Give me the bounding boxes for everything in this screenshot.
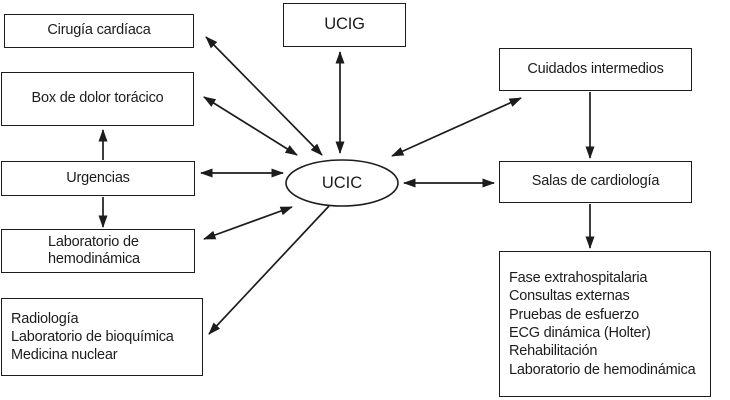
arrow-labhemo-ucic bbox=[203, 206, 293, 240]
node-radiologia-bioquimica-nuclear: Radiología Laboratorio de bioquímica Med… bbox=[1, 298, 203, 376]
node-urgencias: Urgencias bbox=[1, 161, 195, 196]
node-label: UCIC bbox=[321, 173, 363, 192]
node-label: Cirugía cardíaca bbox=[47, 22, 151, 39]
arrow-cuidados-ucic bbox=[391, 97, 522, 157]
node-ucig: UCIG bbox=[283, 3, 406, 47]
node-label-line: hemodinámica bbox=[48, 251, 140, 267]
ucic-ellipse bbox=[285, 159, 399, 207]
node-label-line: Fase extrahospitalaria bbox=[509, 270, 648, 287]
node-label-line: Medicina nuclear bbox=[11, 347, 118, 364]
node-fase-extrahospitalaria: Fase extrahospitalaria Consultas externa… bbox=[499, 251, 711, 397]
node-label-line: Radiología bbox=[11, 310, 79, 327]
node-label: Cuidados intermedios bbox=[527, 60, 664, 77]
node-cuidados-intermedios: Cuidados intermedios bbox=[499, 48, 692, 91]
arrow-ucic-radiologia bbox=[208, 205, 330, 335]
node-cirugia-cardiaca: Cirugía cardíaca bbox=[4, 14, 194, 48]
node-label: UCIG bbox=[324, 15, 365, 34]
node-label-line: Laboratorio de bbox=[48, 233, 139, 250]
arrow-dolor-ucic bbox=[203, 96, 298, 156]
node-label: Salas de cardiología bbox=[531, 173, 660, 190]
node-box-dolor-toracico: Box de dolor torácico bbox=[1, 72, 194, 126]
node-label: Box de dolor torácico bbox=[31, 90, 164, 107]
node-ucic: UCIC bbox=[286, 169, 398, 197]
node-laboratorio-hemodinamica: Laboratorio de hemodinámica bbox=[1, 229, 195, 273]
node-label-line: Pruebas de esfuerzo bbox=[509, 306, 640, 323]
node-label-line: Laboratorio de bioquímica bbox=[11, 328, 174, 345]
node-label-line: Rehabilitación bbox=[509, 343, 598, 360]
node-label-line: Laboratorio de hemodinámica bbox=[509, 361, 696, 378]
node-label-line: Consultas externas bbox=[509, 288, 630, 305]
arrow-cirugia-ucic bbox=[205, 36, 323, 156]
node-label-line: ECG dinámica (Holter) bbox=[509, 325, 651, 341]
node-salas-cardiologia: Salas de cardiología bbox=[499, 161, 692, 203]
node-label: Urgencias bbox=[66, 169, 130, 186]
